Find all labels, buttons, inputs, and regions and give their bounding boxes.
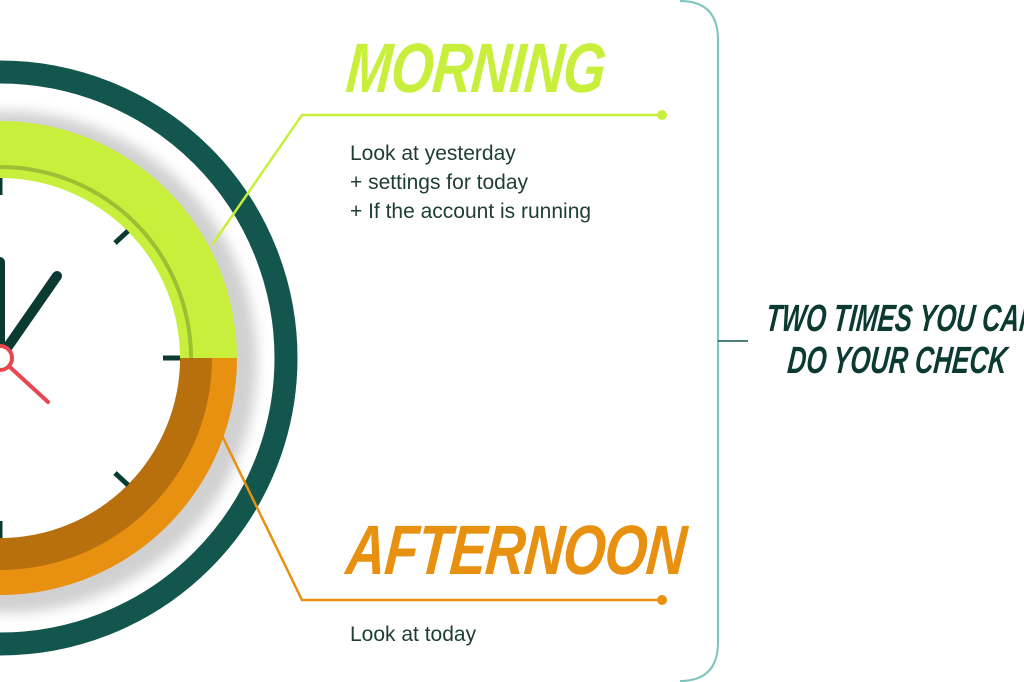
morning-dot xyxy=(657,110,667,120)
morning-line: Look at yesterday xyxy=(350,142,516,165)
outer-ring xyxy=(0,60,298,656)
morning-title: MORNING xyxy=(343,29,609,107)
morning-description: Look at yesterday + settings for today +… xyxy=(350,139,591,226)
morning-connector xyxy=(210,113,662,246)
clock-center xyxy=(0,344,14,372)
side-heading-line: TWO TIMES YOU CAN xyxy=(763,298,1024,340)
afternoon-connector xyxy=(210,414,662,602)
afternoon-title: AFTERNOON xyxy=(343,511,689,589)
clock-face xyxy=(0,178,180,538)
side-heading: TWO TIMES YOU CAN DO YOUR CHECK xyxy=(760,298,1024,382)
hour-ticks xyxy=(0,178,180,538)
afternoon-line: Look at today xyxy=(350,623,477,646)
morning-line: + If the account is running xyxy=(350,200,592,223)
afternoon-dot xyxy=(657,595,667,605)
side-heading-line: DO YOUR CHECK xyxy=(785,340,1010,382)
bracket xyxy=(679,0,719,682)
minute-hand xyxy=(0,271,62,363)
morning-line: + settings for today xyxy=(350,171,529,194)
afternoon-description: Look at today xyxy=(350,620,476,649)
